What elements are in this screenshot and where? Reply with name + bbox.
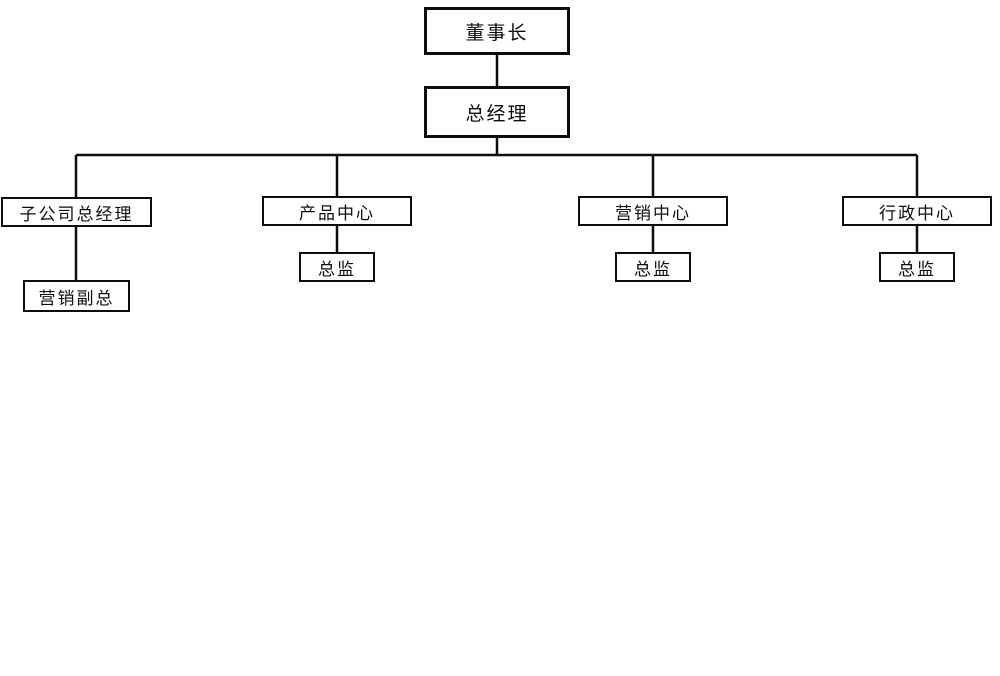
node-product-director-label: 总监 bbox=[318, 259, 356, 279]
node-general-manager: 总经理 bbox=[424, 86, 570, 138]
node-marketing-director-label: 总监 bbox=[634, 259, 672, 279]
node-admin-director-label: 总监 bbox=[898, 259, 936, 279]
node-marketing-vp-label: 营销副总 bbox=[38, 288, 115, 308]
node-marketing-center-label: 营销中心 bbox=[615, 203, 691, 223]
node-chairman-label: 董事长 bbox=[465, 22, 529, 44]
node-product-director: 总监 bbox=[299, 252, 375, 282]
node-marketing-director: 总监 bbox=[615, 252, 691, 282]
node-admin-center-label: 行政中心 bbox=[879, 203, 955, 223]
node-marketing-vp: 营销副总 bbox=[23, 280, 130, 312]
node-product-center-label: 产品中心 bbox=[299, 203, 375, 223]
node-admin-center: 行政中心 bbox=[842, 196, 992, 226]
node-marketing-center: 营销中心 bbox=[578, 196, 728, 226]
node-product-center: 产品中心 bbox=[262, 196, 412, 226]
node-subsidiary-gm-label: 子公司总经理 bbox=[19, 204, 134, 224]
node-chairman: 董事长 bbox=[424, 7, 570, 55]
node-admin-director: 总监 bbox=[879, 252, 955, 282]
node-subsidiary-gm: 子公司总经理 bbox=[1, 197, 152, 227]
node-general-manager-label: 总经理 bbox=[465, 103, 529, 125]
